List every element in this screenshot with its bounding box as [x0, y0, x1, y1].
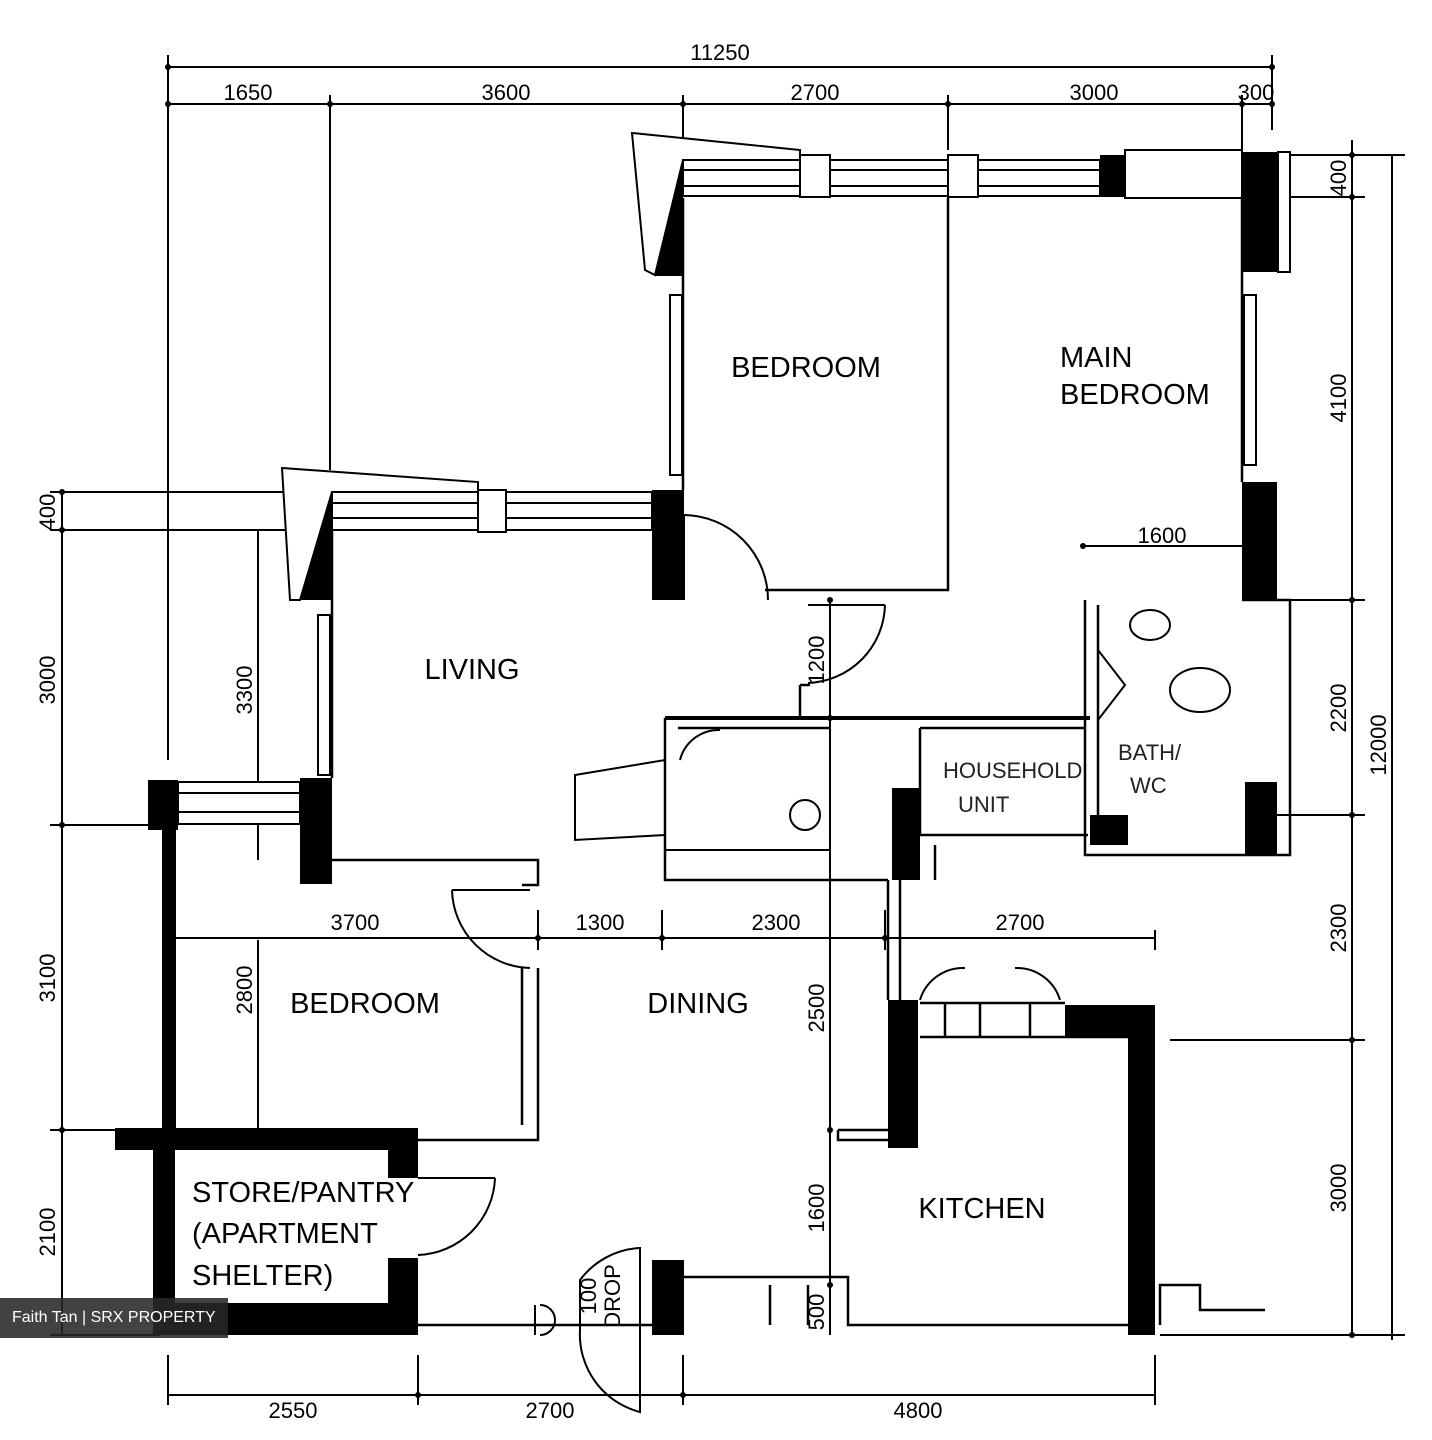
room-label-store-2: (APARTMENT: [192, 1218, 378, 1250]
dim-top-5: 300: [1238, 80, 1275, 105]
windows: [177, 131, 1291, 825]
dim-bottom-1: 2550: [269, 1398, 318, 1423]
dim-inner-2800: 2800: [232, 966, 257, 1015]
dim-inner-1200: 1200: [804, 636, 829, 685]
dim-inner-1600-bottom: 1600: [804, 1184, 829, 1233]
partitions: [330, 198, 1292, 1327]
dim-inner-2500: 2500: [804, 984, 829, 1033]
dim-right-4: 2300: [1326, 904, 1351, 953]
room-label-household-1: HOUSEHOLD: [943, 758, 1082, 783]
dim-right-total: 12000: [1366, 714, 1391, 775]
room-label-bath-1: BATH/: [1118, 740, 1182, 765]
room-label-bath-2: WC: [1130, 773, 1167, 798]
dim-top-4: 3000: [1070, 80, 1119, 105]
dim-left-4: 2100: [35, 1208, 60, 1257]
dim-mid-1: 3700: [331, 910, 380, 935]
dim-mid-2: 1300: [576, 910, 625, 935]
right-dimension-lines: [1160, 140, 1405, 1340]
walls: [115, 152, 1280, 1335]
dim-right-1: 400: [1326, 160, 1351, 197]
dim-right-2: 4100: [1326, 374, 1351, 423]
dim-left-1: 400: [35, 494, 60, 531]
dim-left-3: 3100: [35, 954, 60, 1003]
room-label-main-bedroom-1: MAIN: [1060, 342, 1133, 374]
dim-inner-1600-top: 1600: [1138, 523, 1187, 548]
room-label-kitchen: KITCHEN: [918, 1193, 1045, 1225]
dim-mid-4: 2700: [996, 910, 1045, 935]
dim-mid-3: 2300: [752, 910, 801, 935]
room-label-store-3: SHELTER): [192, 1260, 333, 1292]
dim-top-1: 1650: [224, 80, 273, 105]
doors: [417, 514, 1231, 1414]
bottom-dimension-lines: [167, 1355, 1156, 1405]
room-label-bedroom-left: BEDROOM: [290, 988, 440, 1020]
room-label-dining: DINING: [647, 988, 749, 1020]
room-label-bedroom-top: BEDROOM: [731, 352, 881, 384]
refuse-label-100: 100: [576, 1278, 601, 1315]
dim-top-3: 2700: [791, 80, 840, 105]
top-dimension-lines: [165, 55, 1275, 760]
room-label-store-1: STORE/PANTRY: [192, 1177, 414, 1209]
room-label-household-2: UNIT: [958, 792, 1009, 817]
room-label-main-bedroom-2: BEDROOM: [1060, 379, 1210, 411]
dim-bottom-2: 2700: [526, 1398, 575, 1423]
dim-top-2: 3600: [482, 80, 531, 105]
dim-right-3: 2200: [1326, 684, 1351, 733]
dim-top-total: 11250: [690, 40, 750, 65]
dim-left-2: 3000: [35, 656, 60, 705]
room-label-living: LIVING: [424, 654, 519, 686]
dim-bottom-3: 4800: [894, 1398, 943, 1423]
dim-right-5: 3000: [1326, 1164, 1351, 1213]
watermark: Faith Tan | SRX PROPERTY: [0, 1298, 228, 1338]
refuse-label-drop: DROP: [600, 1264, 625, 1328]
middle-dimension-lines: [175, 543, 1242, 1335]
dim-inner-3300: 3300: [232, 666, 257, 715]
